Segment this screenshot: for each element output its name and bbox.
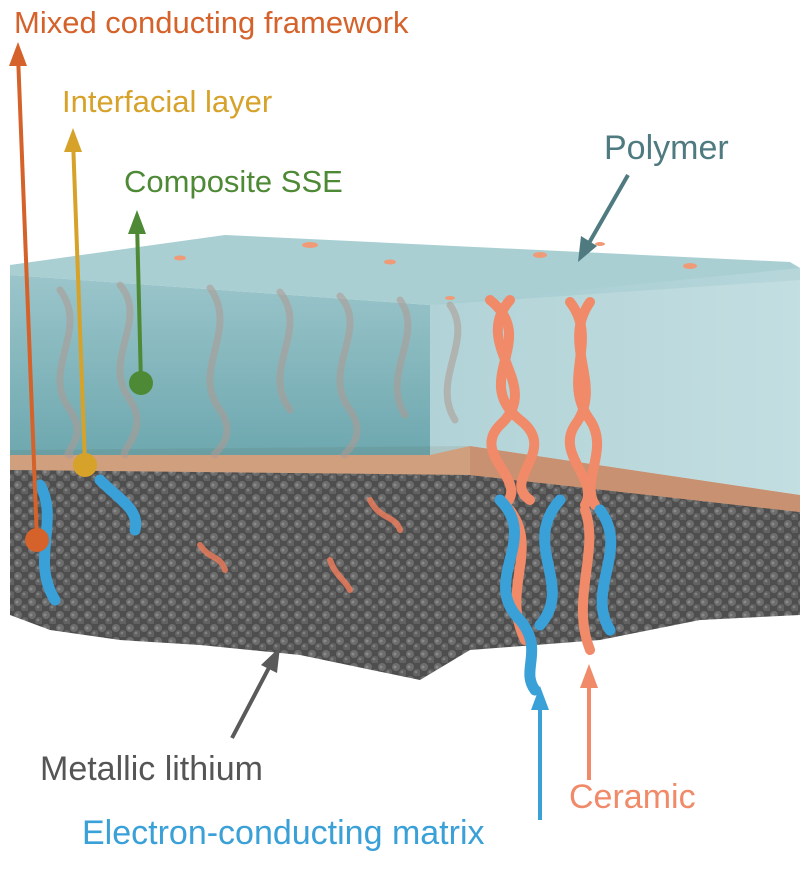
label-mixed-conducting-framework: Mixed conducting framework [14,5,409,40]
composite-arrowhead [128,210,146,234]
interfacial-dot [73,453,97,477]
composite-dot [129,371,153,395]
mixed-framework-dot [25,528,49,552]
composite-pointer [135,221,143,384]
ceramic-specks [174,242,697,300]
label-metallic-lithium: Metallic lithium [40,750,263,788]
lithium-pointer [230,659,275,739]
interfacial-pointer [71,139,87,466]
label-interfacial-layer: Interfacial layer [62,84,273,119]
polymer-side [430,268,800,495]
electron-ribbons [34,474,617,696]
polymer-front [10,275,430,455]
embedded-fibers [56,281,462,459]
interfacial-arrowhead [64,128,82,152]
mixed-framework-pointer [16,54,39,541]
label-electron-conducting-matrix: Electron-conducting matrix [82,814,485,852]
mixed-framework-arrowhead [9,42,27,66]
polymer-pointer [583,174,630,251]
interfacial-layer-edge [470,446,800,512]
ceramic-arrowhead [580,664,598,688]
lithium-arrowhead [261,647,280,673]
polymer-arrowhead [578,236,597,262]
label-ceramic: Ceramic [569,778,696,816]
label-polymer: Polymer [604,129,729,167]
interfacial-layer [10,446,800,512]
label-composite-sse: Composite SSE [124,164,343,199]
ceramic-bits [197,497,403,593]
electron-arrowhead [531,686,549,710]
